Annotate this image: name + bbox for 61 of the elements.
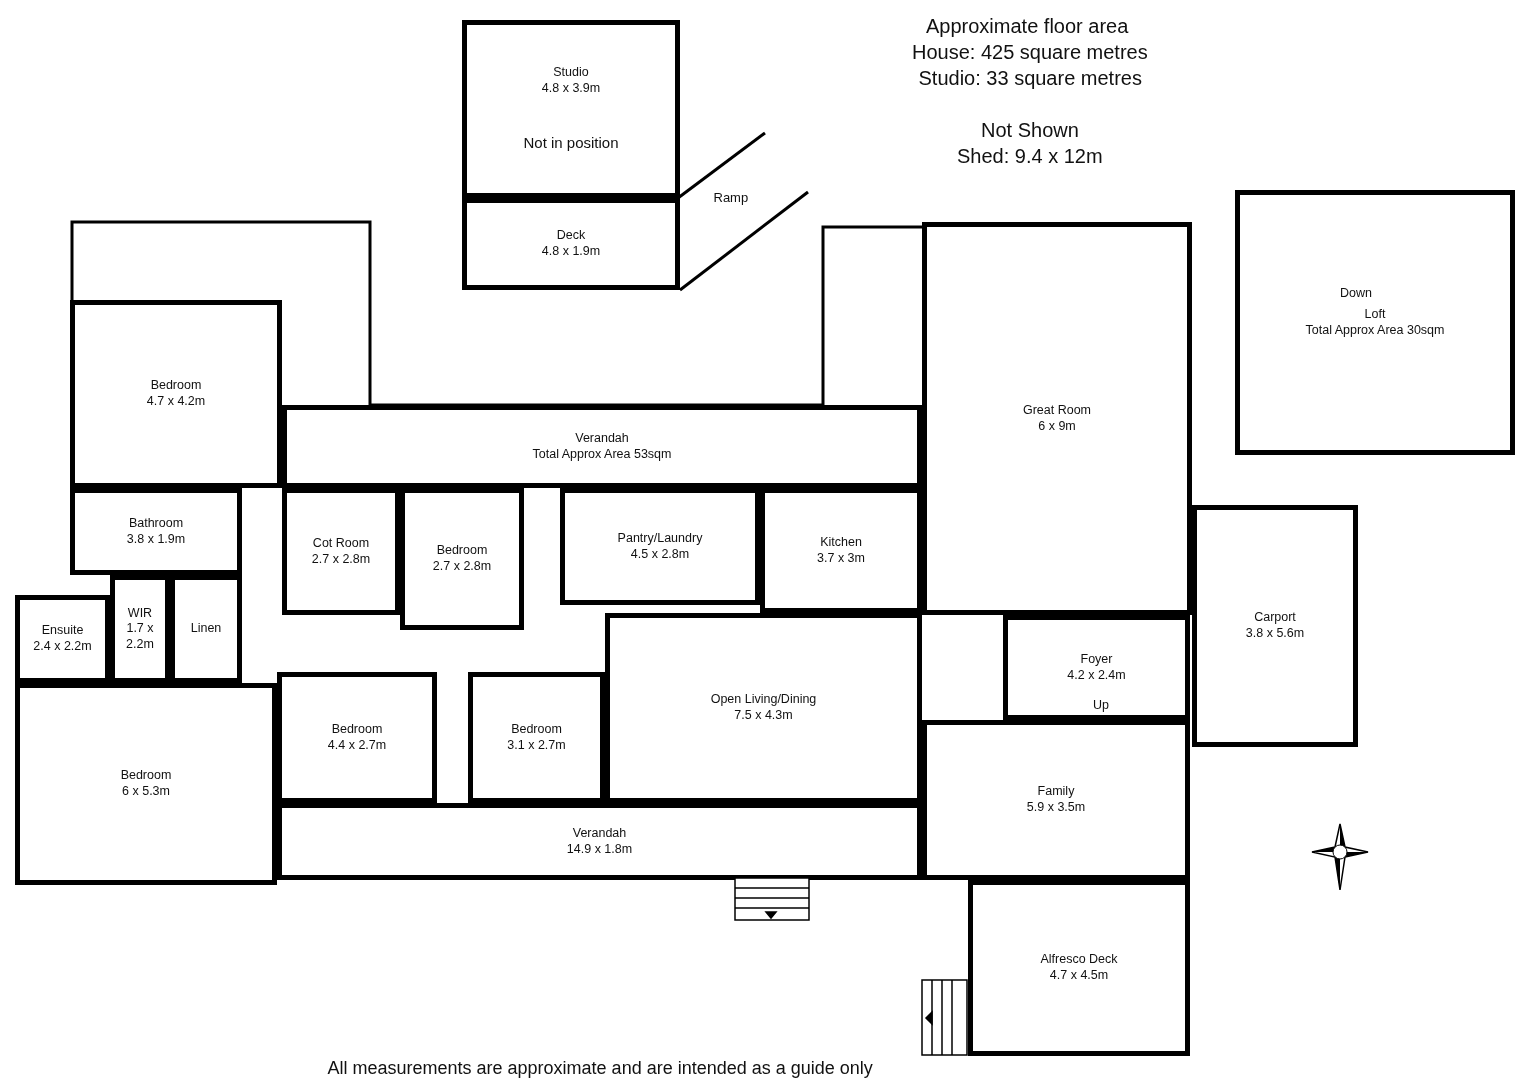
room-note: 4.7 x 4.2m bbox=[146, 394, 206, 410]
carport-area bbox=[1192, 505, 1358, 747]
room-note: 6 x 9m bbox=[1038, 418, 1076, 435]
bedroom-area bbox=[70, 300, 282, 488]
room-name: Bedroom bbox=[331, 721, 383, 738]
room-note: 14.9 x 1.8m bbox=[566, 841, 633, 858]
room-note: 4.4 x 2.7m bbox=[327, 737, 387, 754]
room-name: WIR bbox=[127, 605, 153, 622]
room-name: Alfresco Deck bbox=[1040, 952, 1118, 968]
room-note: 2.7 x 2.8m bbox=[311, 551, 371, 568]
room-note: Not in position bbox=[523, 134, 619, 153]
room-name: Kitchen bbox=[820, 534, 862, 551]
room-note: 1.7 x 2.2m bbox=[125, 621, 155, 653]
room-name: Verandah bbox=[575, 430, 629, 447]
room-name: Family bbox=[1037, 784, 1075, 800]
room-name: Verandah bbox=[572, 825, 627, 842]
room-note: 3.1 x 2.7m bbox=[507, 737, 566, 754]
room-name: Carport bbox=[1254, 610, 1296, 626]
room-note: 4.8 x 3.9m bbox=[541, 80, 601, 97]
room-note: 7.5 x 4.3m bbox=[734, 708, 793, 724]
room-name: Pantry/Laundry bbox=[617, 530, 703, 547]
room-name: Cot Room bbox=[312, 535, 370, 552]
ramp-label: Ramp bbox=[713, 189, 749, 205]
loft-area bbox=[1235, 190, 1515, 455]
room-name: Deck bbox=[556, 228, 586, 244]
room-note: 4.2 x 2.4m bbox=[1067, 667, 1126, 684]
note: Shed: 9.4 x 12m bbox=[957, 144, 1103, 168]
room-name: Loft bbox=[1364, 306, 1386, 323]
room-note: 3.7 x 3m bbox=[817, 550, 865, 567]
room-name: Studio bbox=[553, 65, 589, 81]
stair-label: Down bbox=[1340, 286, 1372, 300]
room-note: 6 x 5.3m bbox=[122, 784, 170, 800]
room-note: Total Approx Area 30sqm bbox=[1305, 322, 1445, 339]
area-note: House: 425 square metres bbox=[912, 40, 1148, 64]
room-name: Great Room bbox=[1022, 402, 1092, 419]
room-name: Open Living/Dining bbox=[710, 692, 817, 708]
room-name: Ensuite bbox=[41, 623, 84, 639]
room-note: 4.8 x 1.9m bbox=[541, 244, 601, 260]
alfresco-deck-area bbox=[968, 880, 1190, 1056]
room-note: 4.5 x 2.8m bbox=[630, 546, 690, 563]
note-heading: Not Shown bbox=[981, 118, 1079, 142]
stair-label: Up bbox=[1093, 698, 1109, 712]
room-note: 2.4 x 2.2m bbox=[33, 639, 92, 655]
room-name: Bedroom bbox=[436, 543, 488, 559]
studio-area bbox=[462, 20, 680, 198]
room-name: Bedroom bbox=[120, 768, 172, 784]
deck-area bbox=[462, 198, 680, 290]
area-heading: Approximate floor area bbox=[926, 14, 1129, 38]
room-name: Bedroom bbox=[511, 721, 562, 738]
room-note: Total Approx Area 53sqm bbox=[532, 446, 672, 463]
room-note: 4.7 x 4.5m bbox=[1049, 968, 1109, 984]
room-note: 2.7 x 2.8m bbox=[432, 559, 492, 575]
room-note: 3.8 x 5.6m bbox=[1245, 626, 1305, 642]
room-name: Linen bbox=[190, 621, 222, 637]
room-name: Bathroom bbox=[128, 515, 184, 532]
room-name: Bedroom bbox=[150, 378, 202, 394]
area-note: Studio: 33 square metres bbox=[918, 66, 1142, 90]
room-note: 5.9 x 3.5m bbox=[1026, 800, 1086, 816]
disclaimer-note: All measurements are approximate and are intended as a guide only bbox=[327, 1057, 873, 1079]
room-note: 3.8 x 1.9m bbox=[126, 531, 186, 548]
room-name: Foyer bbox=[1080, 651, 1113, 668]
